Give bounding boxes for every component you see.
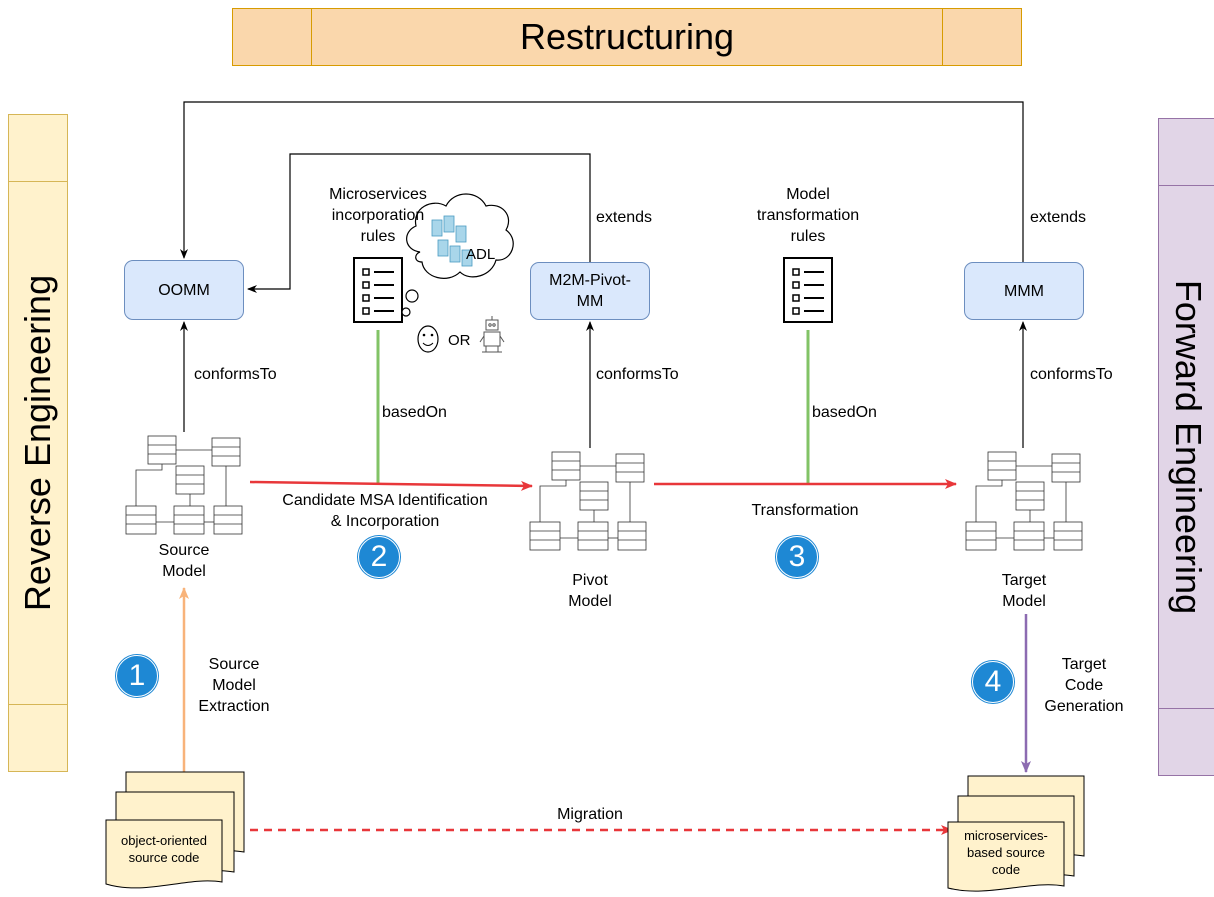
reverse-engineering-band: Reverse Engineering <box>8 114 68 772</box>
step1-badge: 1 <box>116 655 158 697</box>
pivot-model-label: Pivot Model <box>540 570 640 612</box>
mmm-label: MMM <box>1004 282 1044 300</box>
source-model-label: Source Model <box>134 540 234 582</box>
oo-source-code-label-line1: object-oriented <box>121 833 207 848</box>
conforms-to-label-source: conformsTo <box>194 366 277 383</box>
ms-source-code-icon <box>947 775 1085 892</box>
pivot-model-label-line1: Pivot <box>572 572 608 589</box>
oo-source-code-label-line2: source code <box>128 850 200 865</box>
extends-connector-pivot <box>247 153 591 293</box>
step1-label-line2: Model <box>212 677 256 694</box>
ms-rules-checklist-icon <box>353 257 403 323</box>
robot-icon <box>479 316 505 353</box>
source-model-label-line2: Model <box>162 563 206 580</box>
mmm-box: MMM <box>964 262 1084 320</box>
mt-rules-checklist-icon <box>783 257 833 323</box>
band-divider <box>9 181 67 182</box>
source-model-diagram-icon <box>125 435 243 535</box>
step4-badge: 4 <box>972 661 1014 703</box>
band-divider <box>311 9 312 65</box>
mt-rules-title-line3: rules <box>790 228 826 245</box>
human-smiley-icon <box>417 325 439 353</box>
or-label: OR <box>448 332 471 349</box>
step2-label: Candidate MSA Identification & Incorpora… <box>250 490 520 532</box>
pivot-mm-label-line2: MM <box>576 293 604 310</box>
ms-rules-title-line2: incorporation <box>331 207 425 224</box>
extends-label-mmm: extends <box>1030 209 1087 226</box>
pivot-model-label-line2: Model <box>568 593 612 610</box>
mt-rules-title-line2: transformation <box>756 207 860 224</box>
step2-badge: 2 <box>358 536 400 578</box>
step3-label: Transformation <box>751 502 859 519</box>
oomm-box: OOMM <box>124 260 244 320</box>
step4-label: Target Code Generation <box>1034 654 1134 717</box>
step4-label-line1: Target <box>1061 656 1107 673</box>
ms-rules-title-line1: Microservices <box>329 186 427 203</box>
band-divider <box>1159 708 1214 709</box>
target-model-label-line2: Model <box>1002 593 1046 610</box>
step3-badge: 3 <box>776 536 818 578</box>
ms-rules-title: Microservices incorporation rules <box>300 184 456 247</box>
based-on-label-mt: basedOn <box>812 404 877 421</box>
based-on-label-ms: basedOn <box>382 404 447 421</box>
ms-source-code-label: microservices- based source code <box>950 827 1062 878</box>
step1-label-line1: Source <box>208 656 260 673</box>
target-model-label: Target Model <box>974 570 1074 612</box>
ms-source-code-label-line3: code <box>991 862 1021 877</box>
mt-rules-title: Model transformation rules <box>730 184 886 247</box>
ms-source-code-label-line2: based source <box>966 845 1046 860</box>
oomm-label: OOMM <box>158 281 210 299</box>
msa-identification-arrow <box>249 480 533 491</box>
pivot-model-diagram-icon <box>529 451 647 551</box>
pivot-mm-box: M2M-Pivot- MM <box>530 262 650 320</box>
extends-connector-mmm <box>180 101 1024 262</box>
conforms-to-label-pivot: conformsTo <box>596 366 679 383</box>
forward-engineering-band: Forward Engineering <box>1158 118 1214 776</box>
step1-label: Source Model Extraction <box>188 654 280 717</box>
band-divider <box>9 704 67 705</box>
adl-cloud-icon <box>401 193 514 317</box>
conforms-to-label-target: conformsTo <box>1030 366 1113 383</box>
migration-label: Migration <box>557 806 623 823</box>
restructuring-title: Restructuring <box>519 16 735 57</box>
step4-label-line3: Generation <box>1044 698 1124 715</box>
restructuring-band: Restructuring <box>232 8 1022 66</box>
mt-rules-title-line1: Model <box>786 186 830 203</box>
band-divider <box>1159 185 1214 186</box>
band-divider <box>942 9 943 65</box>
step4-label-line2: Code <box>1064 677 1104 694</box>
ms-rules-title-line3: rules <box>360 228 396 245</box>
step2-label-line1: Candidate MSA Identification <box>282 492 488 509</box>
oo-source-code-label: object-oriented source code <box>108 832 220 866</box>
ms-source-code-label-line1: microservices- <box>964 828 1048 843</box>
target-model-diagram-icon <box>965 451 1083 551</box>
step2-label-line2: & Incorporation <box>330 513 440 530</box>
pivot-mm-label-line1: M2M-Pivot- <box>549 272 631 289</box>
extends-label-pivot: extends <box>596 209 653 226</box>
step1-label-line3: Extraction <box>198 698 270 715</box>
adl-label: ADL <box>466 246 496 263</box>
target-model-label-line1: Target <box>1001 572 1047 589</box>
oo-source-code-icon <box>105 771 245 889</box>
source-model-label-line1: Source <box>158 542 210 559</box>
